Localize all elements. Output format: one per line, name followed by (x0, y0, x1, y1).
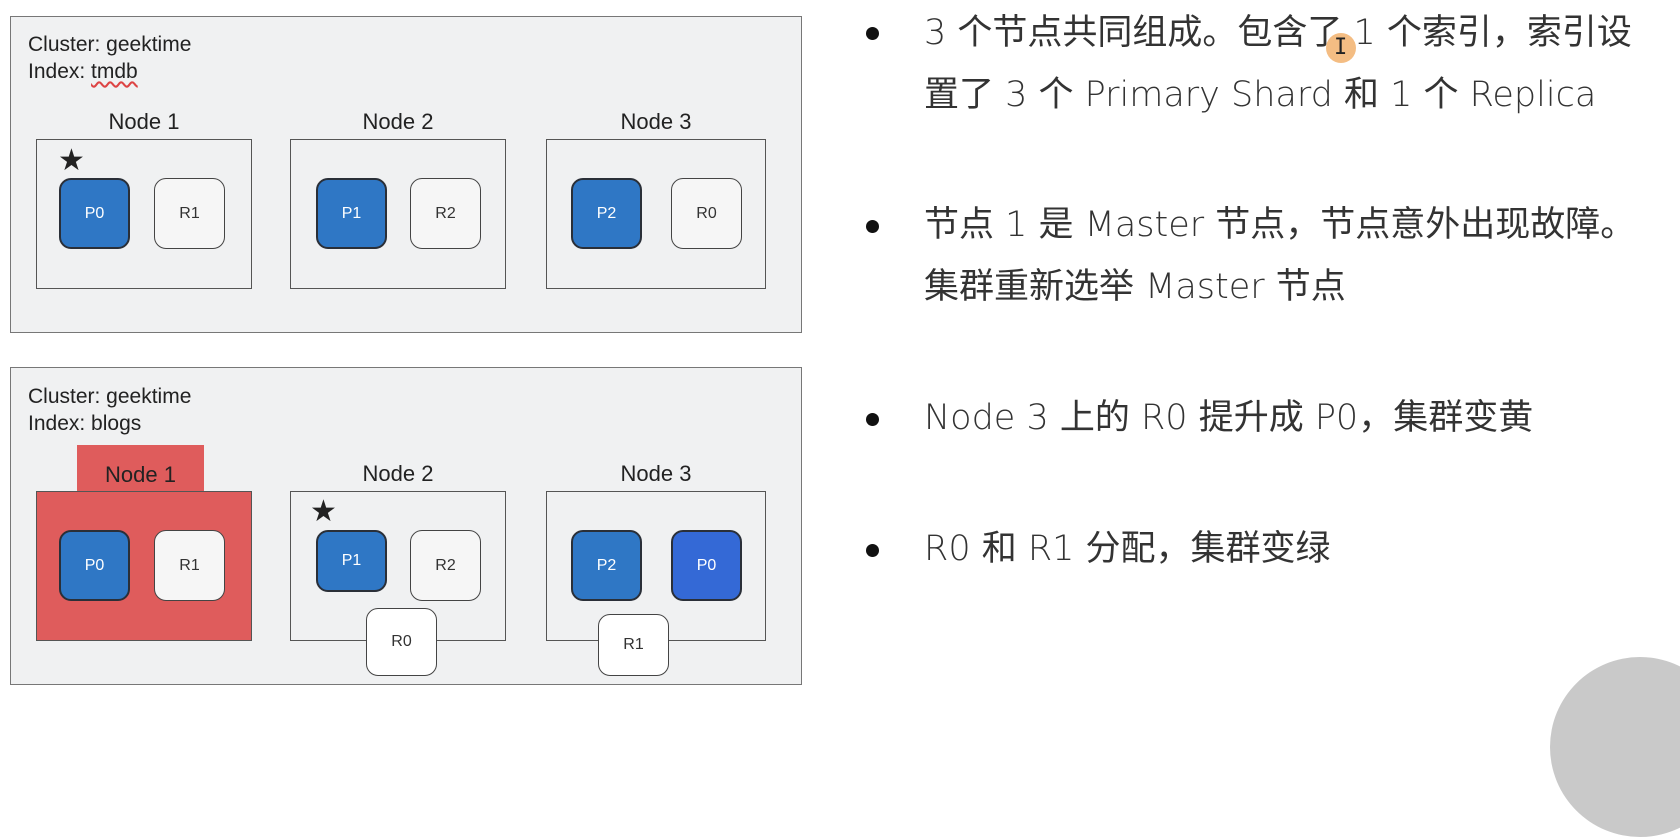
index-label: Index: blogs (28, 412, 142, 435)
node-2-label: Node 2 (362, 109, 434, 134)
cluster-label: Cluster: geektime (28, 33, 192, 56)
presenter-avatar (1550, 657, 1680, 837)
node-1-label: Node 1 (108, 109, 180, 134)
shard-p2: P2 (571, 530, 642, 601)
shard-r1: R1 (154, 530, 225, 601)
cluster-diagram-top: Cluster: geektime Index: tmdb Node 1 ★ P… (10, 16, 802, 333)
star-icon: ★ (310, 495, 337, 528)
node-2-box: ★ P1 R2 (290, 491, 506, 641)
shard-p2: P2 (571, 178, 642, 249)
node-3-label: Node 3 (620, 461, 692, 486)
bullet-text-3: Node 3 上的 R0 提升成 P0，集群变黄 (924, 398, 1534, 438)
failed-node-tab (77, 445, 204, 491)
bullet-dot-4 (866, 544, 879, 557)
shard-r2: R2 (410, 530, 481, 601)
shard-r2: R2 (410, 178, 481, 249)
node-2-label: Node 2 (362, 461, 434, 486)
promoted-shard-p0: P0 (671, 530, 742, 601)
bullet-text-4: R0 和 R1 分配，集群变绿 (924, 529, 1331, 569)
unassigned-shard-r0: R0 (366, 608, 437, 676)
shard-p1: P1 (316, 178, 387, 249)
shard-r0: R0 (671, 178, 742, 249)
text-cursor-icon: I (1334, 35, 1348, 60)
node-1-label: Node 1 (105, 462, 176, 487)
cluster-diagram-bottom: Cluster: geektime Index: blogs Node 1 P0… (10, 367, 802, 685)
node-2-box: P1 R2 (290, 139, 506, 289)
node-1-box-failed: P0 R1 (36, 491, 252, 641)
unassigned-shard-r1: R1 (598, 614, 669, 676)
shard-r1: R1 (154, 178, 225, 249)
bullet-dot-3 (866, 413, 879, 426)
index-name: tmdb (91, 60, 138, 83)
bullet-text-2: 节点 1 是 Master 节点，节点意外出现故障。集群重新选举 Master … (924, 205, 1636, 307)
star-icon: ★ (58, 144, 85, 177)
bullet-dot-2 (866, 220, 879, 233)
node-1-box: ★ P0 R1 (36, 139, 252, 289)
bullet-text-1: 3 个节点共同组成。包含了 1 个索引，索引设置了 3 个 Primary Sh… (924, 13, 1632, 115)
index-label: Index: tmdb (28, 60, 138, 83)
shard-p0: P0 (59, 178, 130, 249)
cluster-label: Cluster: geektime (28, 385, 192, 408)
node-3-label: Node 3 (620, 109, 692, 134)
cursor-highlight (1326, 33, 1356, 63)
bullet-dot-1 (866, 27, 879, 40)
shard-p0: P0 (59, 530, 130, 601)
node-3-box: P2 R0 (546, 139, 766, 289)
shard-p1: P1 (316, 530, 387, 592)
